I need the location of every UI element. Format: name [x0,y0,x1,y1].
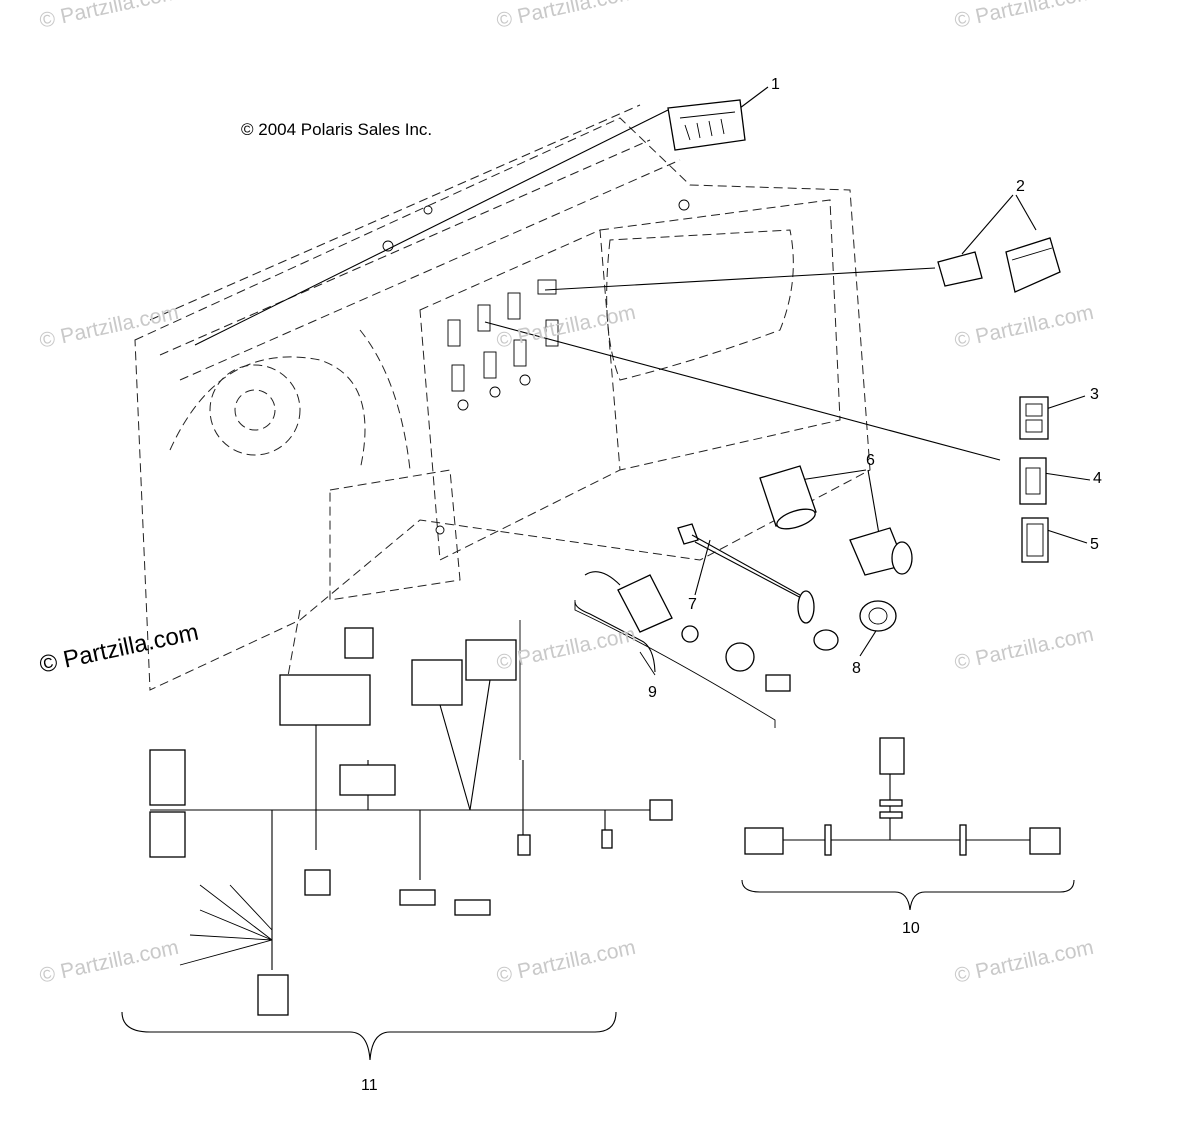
part-2-indicator-lens [937,237,1061,293]
part-7-cable [677,523,839,651]
part-9-ignition-switch [574,571,791,728]
callout-8: 8 [852,660,861,677]
callout-11: 11 [361,1077,378,1094]
part-6-power-outlet [759,465,913,576]
callout-9: 9 [648,684,657,701]
copyright-notice: © 2004 Polaris Sales Inc. [241,120,433,139]
part-11-main-wiring-harness [149,620,673,1016]
part-10-sub-harness [744,737,1061,856]
part-1-connector-block [667,99,746,151]
part-4-rocker-switch [1019,457,1047,505]
callout-2: 2 [1016,178,1025,195]
brace-10 [741,879,1075,911]
part-5-switch-plug [1021,517,1049,563]
callout-1: 1 [771,76,780,93]
callout-4: 4 [1093,470,1102,487]
part-3-rocker-switch [1019,396,1049,440]
part-8-grommet [859,600,897,632]
callout-3: 3 [1090,386,1099,403]
leader-lines [194,86,1091,657]
dashboard-assembly [134,104,871,721]
brace-11 [121,1011,617,1061]
callout-7: 7 [688,596,697,613]
brace-9 [574,601,656,673]
callout-10: 10 [902,920,920,937]
callout-5: 5 [1090,536,1099,553]
callout-6: 6 [866,452,875,469]
switch-panel-openings [447,279,559,411]
